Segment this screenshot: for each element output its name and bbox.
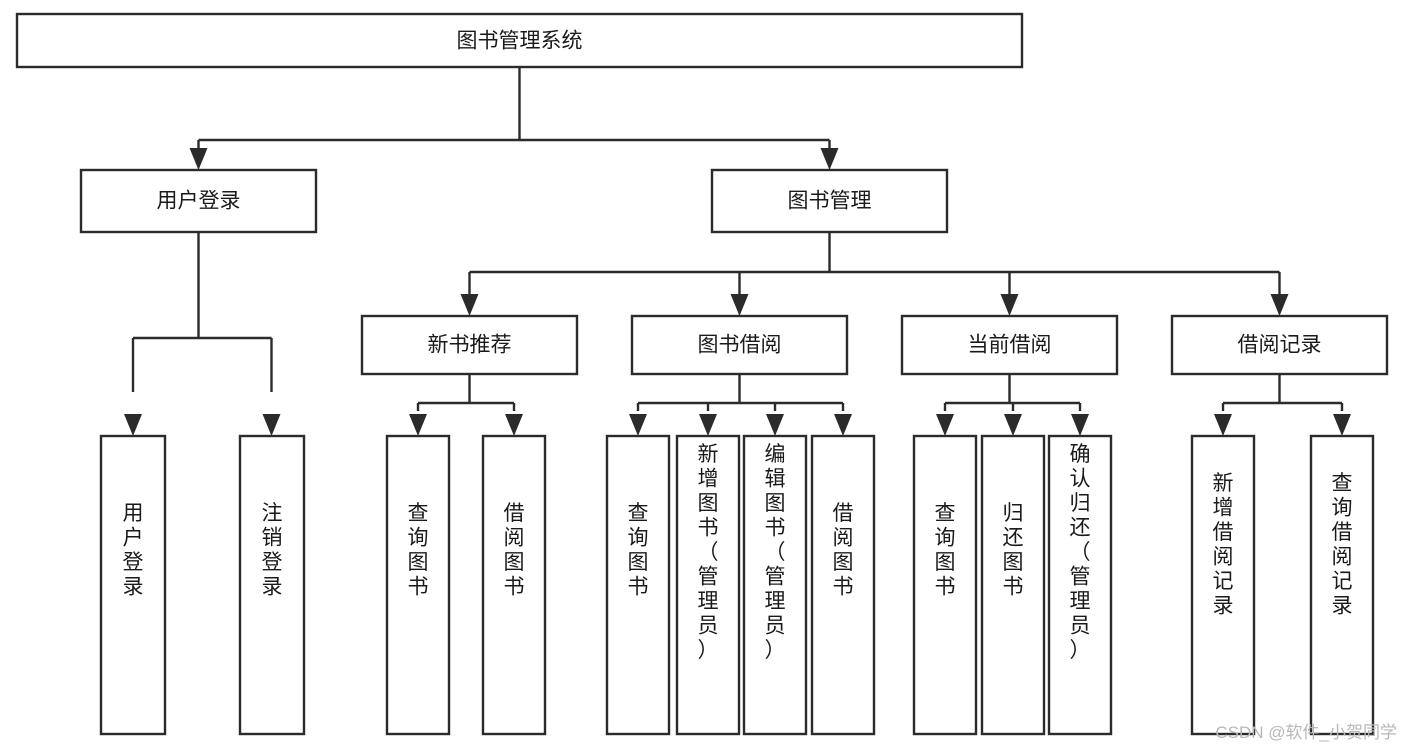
- arrow-bm-to-newbook: [460, 294, 479, 316]
- arrow-bm-to-bookborrow: [730, 294, 749, 316]
- node-book-manage-label: 图书管理: [788, 190, 872, 213]
- node-leaf-confirm-return-box: [1047, 434, 1113, 736]
- node-leaf-add-book-label: 新增图书（管理员）: [698, 443, 719, 662]
- node-leaf-edit-book[interactable]: 编辑图书（管理员）: [742, 434, 808, 736]
- connector-layer: [124, 67, 1351, 436]
- arrow-cb-to-leaf3: [1071, 414, 1089, 436]
- arrow-bm-to-borrowrecord: [1270, 294, 1289, 316]
- arrow-bb-to-leaf1: [629, 414, 647, 436]
- node-borrow-record[interactable]: 借阅记录: [1170, 314, 1389, 376]
- node-leaf-add-book[interactable]: 新增图书（管理员）: [675, 434, 741, 736]
- node-leaf-query-record-label: 查询借阅记录: [1332, 472, 1353, 618]
- node-new-book-rec[interactable]: 新书推荐: [360, 314, 579, 376]
- arrow-bb-to-leaf2: [699, 414, 717, 436]
- node-leaf-query-book-1[interactable]: 查询图书: [385, 434, 451, 736]
- node-new-book-rec-box: [360, 314, 579, 376]
- node-leaf-return-book-label: 归还图书: [1003, 502, 1024, 599]
- node-leaf-add-record[interactable]: 新增借阅记录: [1190, 434, 1256, 736]
- node-user-login-label: 用户登录: [157, 190, 241, 213]
- arrow-bb-to-leaf4: [834, 414, 852, 436]
- node-leaf-edit-book-label: 编辑图书（管理员）: [765, 443, 786, 662]
- arrow-root-to-user-login: [189, 148, 208, 170]
- node-book-manage[interactable]: 图书管理: [710, 168, 949, 234]
- node-leaf-edit-book-box: [742, 434, 808, 736]
- arrow-br-to-leaf2: [1333, 414, 1351, 436]
- arrow-br-to-leaf1: [1214, 414, 1232, 436]
- arrow-cb-to-leaf2: [1004, 414, 1022, 436]
- node-leaf-query-book-2-label: 查询图书: [628, 502, 649, 599]
- node-leaf-user-login-box: [99, 434, 167, 736]
- node-root[interactable]: 图书管理系统: [15, 12, 1024, 69]
- node-leaf-query-book-1-label: 查询图书: [408, 502, 429, 599]
- node-current-borrow-box: [900, 314, 1119, 376]
- node-leaf-add-record-box: [1190, 434, 1256, 736]
- node-leaf-query-record-box: [1309, 434, 1375, 736]
- node-leaf-return-book[interactable]: 归还图书: [980, 434, 1046, 736]
- node-leaf-query-book-3-box: [912, 434, 978, 736]
- node-leaf-user-login-label: 用户登录: [123, 502, 144, 599]
- node-leaf-query-book-3[interactable]: 查询图书: [912, 434, 978, 736]
- node-leaf-query-book-2-box: [605, 434, 671, 736]
- node-leaf-query-book-2[interactable]: 查询图书: [605, 434, 671, 736]
- node-leaf-borrow-book-1-label: 借阅图书: [504, 502, 525, 599]
- node-leaf-user-login[interactable]: 用户登录: [99, 434, 167, 736]
- node-user-login-box: [79, 168, 318, 234]
- node-leaf-query-book-1-box: [385, 434, 451, 736]
- node-leaf-query-record[interactable]: 查询借阅记录: [1309, 434, 1375, 736]
- node-book-borrow-box: [630, 314, 849, 376]
- node-leaf-logout[interactable]: 注销登录: [238, 434, 306, 736]
- node-leaf-confirm-return-label: 确认归还（管理员）: [1070, 443, 1091, 662]
- node-current-borrow[interactable]: 当前借阅: [900, 314, 1119, 376]
- node-leaf-add-record-label: 新增借阅记录: [1213, 472, 1234, 618]
- node-leaf-borrow-book-1[interactable]: 借阅图书: [481, 434, 547, 736]
- node-leaf-borrow-book-2-label: 借阅图书: [833, 502, 854, 599]
- arrow-cb-to-leaf1: [936, 414, 954, 436]
- node-borrow-record-label: 借阅记录: [1238, 334, 1322, 357]
- node-borrow-record-box: [1170, 314, 1389, 376]
- arrow-bm-to-currentborrow: [1000, 294, 1019, 316]
- arrow-root-to-book-manage: [820, 148, 839, 170]
- node-current-borrow-label: 当前借阅: [968, 334, 1052, 357]
- node-book-borrow-label: 图书借阅: [698, 334, 782, 357]
- arrow-ul-to-leaf2: [262, 414, 281, 436]
- node-leaf-return-book-box: [980, 434, 1046, 736]
- arrow-bb-to-leaf3: [766, 414, 784, 436]
- node-leaf-add-book-box: [675, 434, 741, 736]
- node-leaf-borrow-book-2-box: [810, 434, 876, 736]
- arrow-nb-to-leaf1: [409, 414, 427, 436]
- csdn-watermark: CSDN @软件_小贺同学: [1215, 723, 1397, 742]
- node-leaf-confirm-return[interactable]: 确认归还（管理员）: [1047, 434, 1113, 736]
- node-root-label: 图书管理系统: [457, 30, 583, 53]
- node-leaf-borrow-book-1-box: [481, 434, 547, 736]
- node-book-manage-box: [710, 168, 949, 234]
- node-leaf-query-book-3-label: 查询图书: [935, 502, 956, 599]
- node-root-box: [15, 12, 1024, 69]
- node-user-login[interactable]: 用户登录: [79, 168, 318, 234]
- node-leaf-logout-box: [238, 434, 306, 736]
- node-new-book-rec-label: 新书推荐: [428, 334, 512, 357]
- arrow-nb-to-leaf2: [505, 414, 523, 436]
- node-book-borrow[interactable]: 图书借阅: [630, 314, 849, 376]
- node-leaf-logout-label: 注销登录: [262, 502, 283, 599]
- arrow-ul-to-leaf1: [124, 414, 142, 436]
- node-leaf-borrow-book-2[interactable]: 借阅图书: [810, 434, 876, 736]
